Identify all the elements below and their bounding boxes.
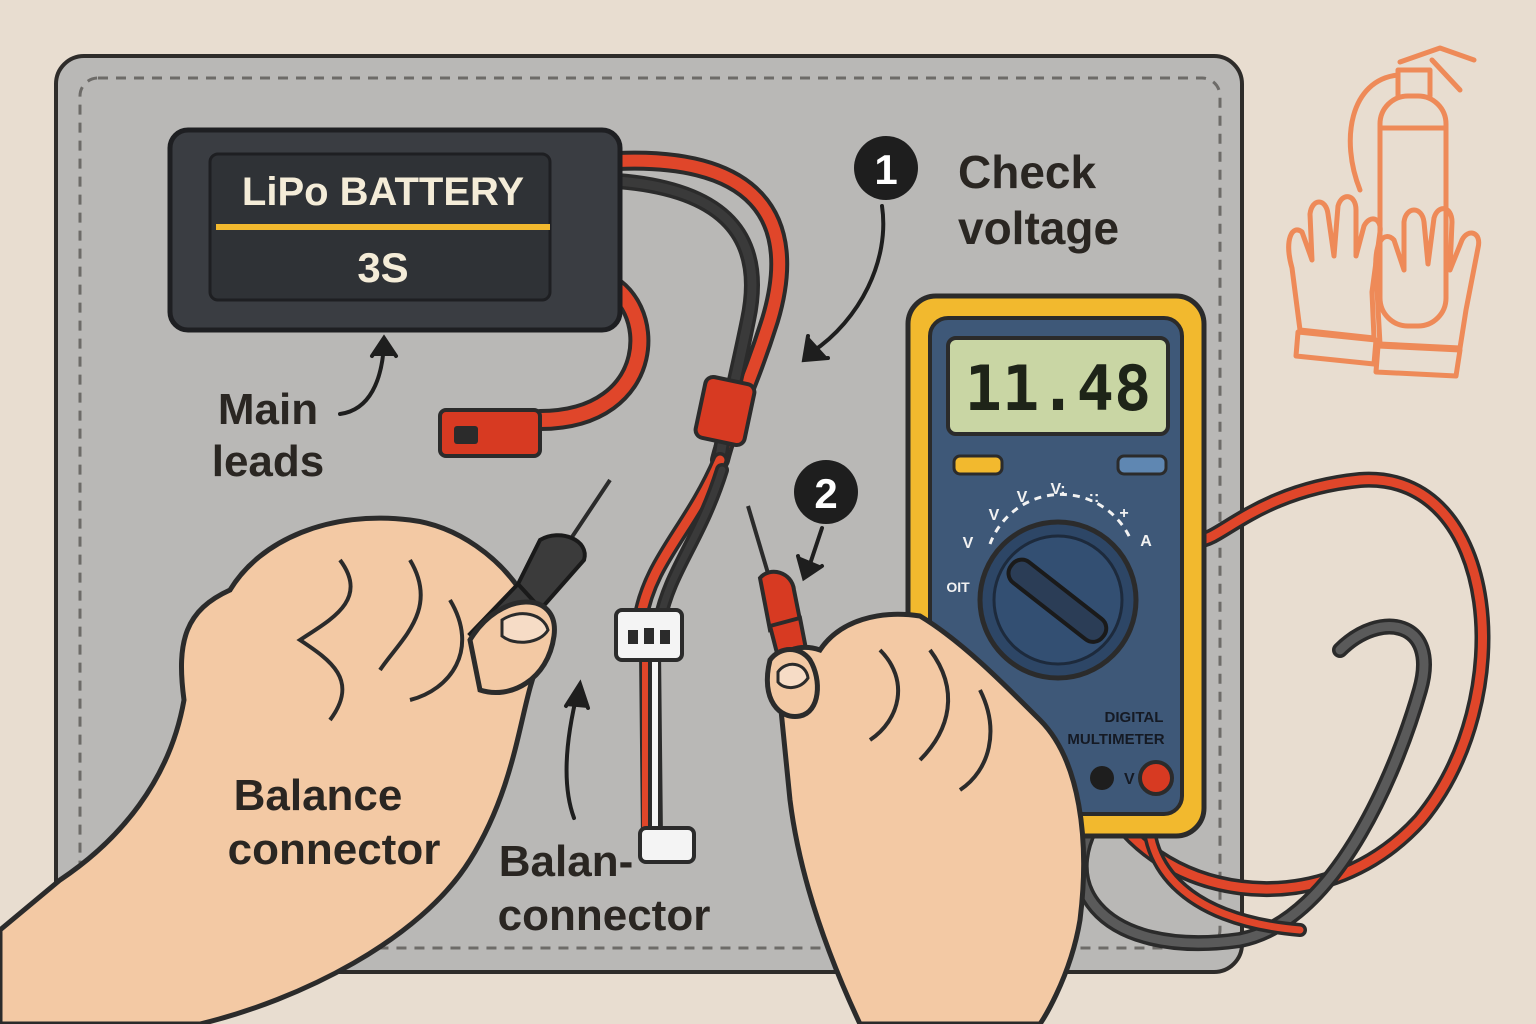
lcd-reading: 11.48 <box>965 352 1152 425</box>
main-leads-label-line2: leads <box>212 437 325 486</box>
wire-clip <box>693 374 757 448</box>
brand-line-2: MULTIMETER <box>1067 731 1164 748</box>
step-1-number: 1 <box>874 146 897 193</box>
balance-mid-label-line2: connector <box>498 891 711 940</box>
left-hand <box>0 515 553 1024</box>
balance-connector-plug <box>614 608 696 864</box>
right-hand <box>764 611 1087 1024</box>
safety-gloves-icon <box>1286 194 1482 379</box>
step-2-marker: 2 <box>794 460 858 524</box>
dial-mark-6: + <box>1119 505 1128 522</box>
dial-mark-7: A <box>1140 533 1152 550</box>
main-leads-label-line1: Main <box>218 385 318 434</box>
balance-left-label-line1: Balance <box>234 771 403 820</box>
jack-mark: V <box>1124 771 1135 788</box>
main-lead-connector <box>438 408 542 458</box>
fire-extinguisher-icon <box>1347 45 1477 329</box>
com-jack <box>1090 766 1114 790</box>
step-1-marker: 1 <box>854 136 918 200</box>
dial-mark-2: V <box>989 507 1000 524</box>
lipo-battery: LiPo BATTERY 3S <box>167 127 623 333</box>
check-voltage-label-line1: Check <box>958 146 1096 198</box>
dial-mark-3: V <box>1017 489 1028 506</box>
battery-cells: 3S <box>357 244 408 291</box>
callout-arrows <box>338 204 886 820</box>
balance-left-label-line2: connector <box>228 825 441 874</box>
battery-title: LiPo BATTERY <box>242 170 525 214</box>
right-function-button <box>1116 454 1168 476</box>
left-function-button <box>952 454 1004 476</box>
left-thumb <box>467 599 557 696</box>
dial-mark-1: V <box>963 535 974 552</box>
balance-mid-label-line1: Balan- <box>499 837 633 886</box>
volt-jack <box>1138 760 1174 796</box>
brand-line-1: DIGITAL <box>1105 709 1164 726</box>
step-2-number: 2 <box>814 470 837 517</box>
dial-mark-5: :: <box>1089 489 1100 506</box>
side-mark: OIT <box>946 579 970 595</box>
battery-wires <box>529 150 790 851</box>
check-voltage-label-line2: voltage <box>958 202 1119 254</box>
